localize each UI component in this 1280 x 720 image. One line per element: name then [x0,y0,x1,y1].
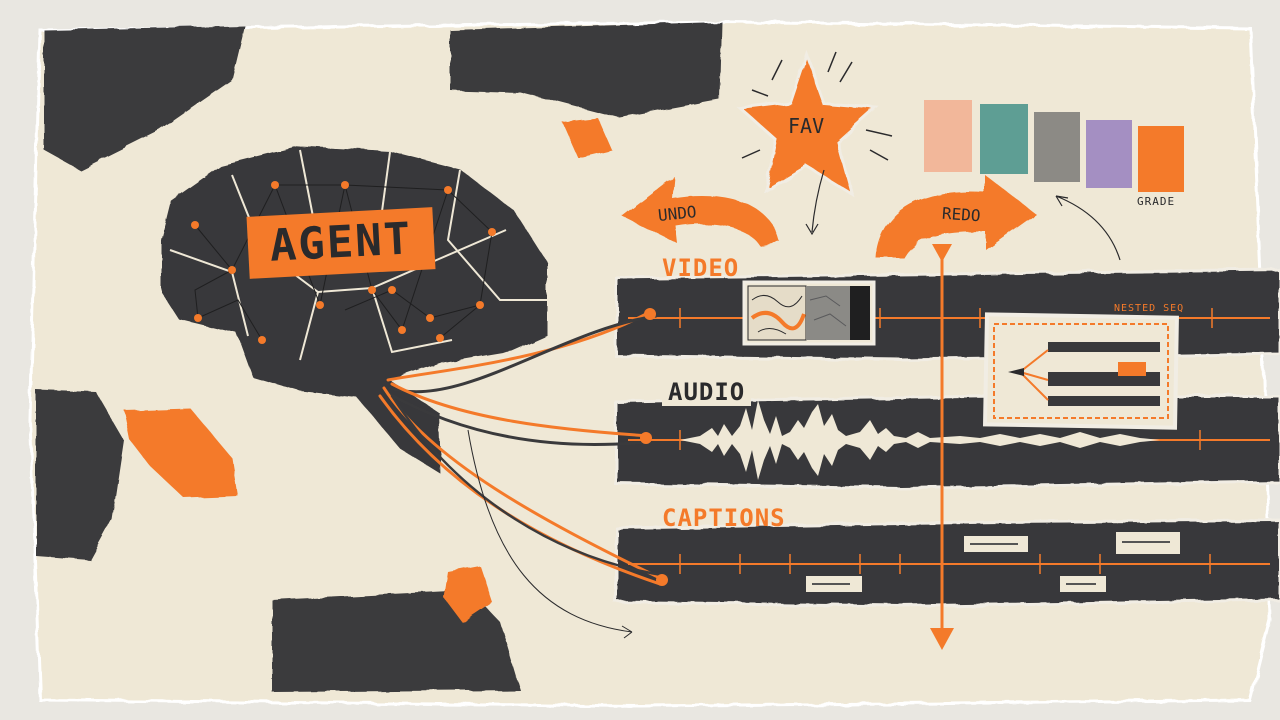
audio-waveform [680,400,1160,480]
grade-label: GRADE [1137,195,1176,208]
playhead-handle[interactable] [930,244,954,650]
video-track-label: VIDEO [662,254,740,282]
video-clip[interactable] [744,282,874,344]
dark-torn-patches [36,22,722,692]
grade-swatch-teal[interactable] [980,104,1028,174]
redo-arrow-shape [876,174,1036,258]
control-strings [378,308,670,586]
orange-scraps [124,118,612,622]
nested-sequence-clip[interactable] [986,316,1176,426]
nested-sequence-panel [983,312,1179,430]
grade-swatch-peach[interactable] [924,100,972,172]
grade-palette [924,100,1184,192]
grade-swatch-gray[interactable] [1034,112,1080,182]
undo-label: UNDO [657,202,698,225]
redo-label: REDO [941,203,982,226]
caption-notes [806,532,1180,592]
grade-swatch-lavender[interactable] [1086,120,1132,188]
nested-sequence-label: NESTED SEQ [1114,303,1185,314]
agent-label: AGENT [246,207,436,279]
undo-arrow-shape [622,176,780,246]
captions-track-label: CAPTIONS [662,504,786,532]
video-clip-thumbnail [742,280,876,346]
audio-track-label: AUDIO [662,378,752,406]
favorite-star-shape [736,49,893,236]
favorite-label: FAV [788,114,825,138]
grade-swatch-orange[interactable] [1138,126,1184,192]
playhead [930,244,954,650]
